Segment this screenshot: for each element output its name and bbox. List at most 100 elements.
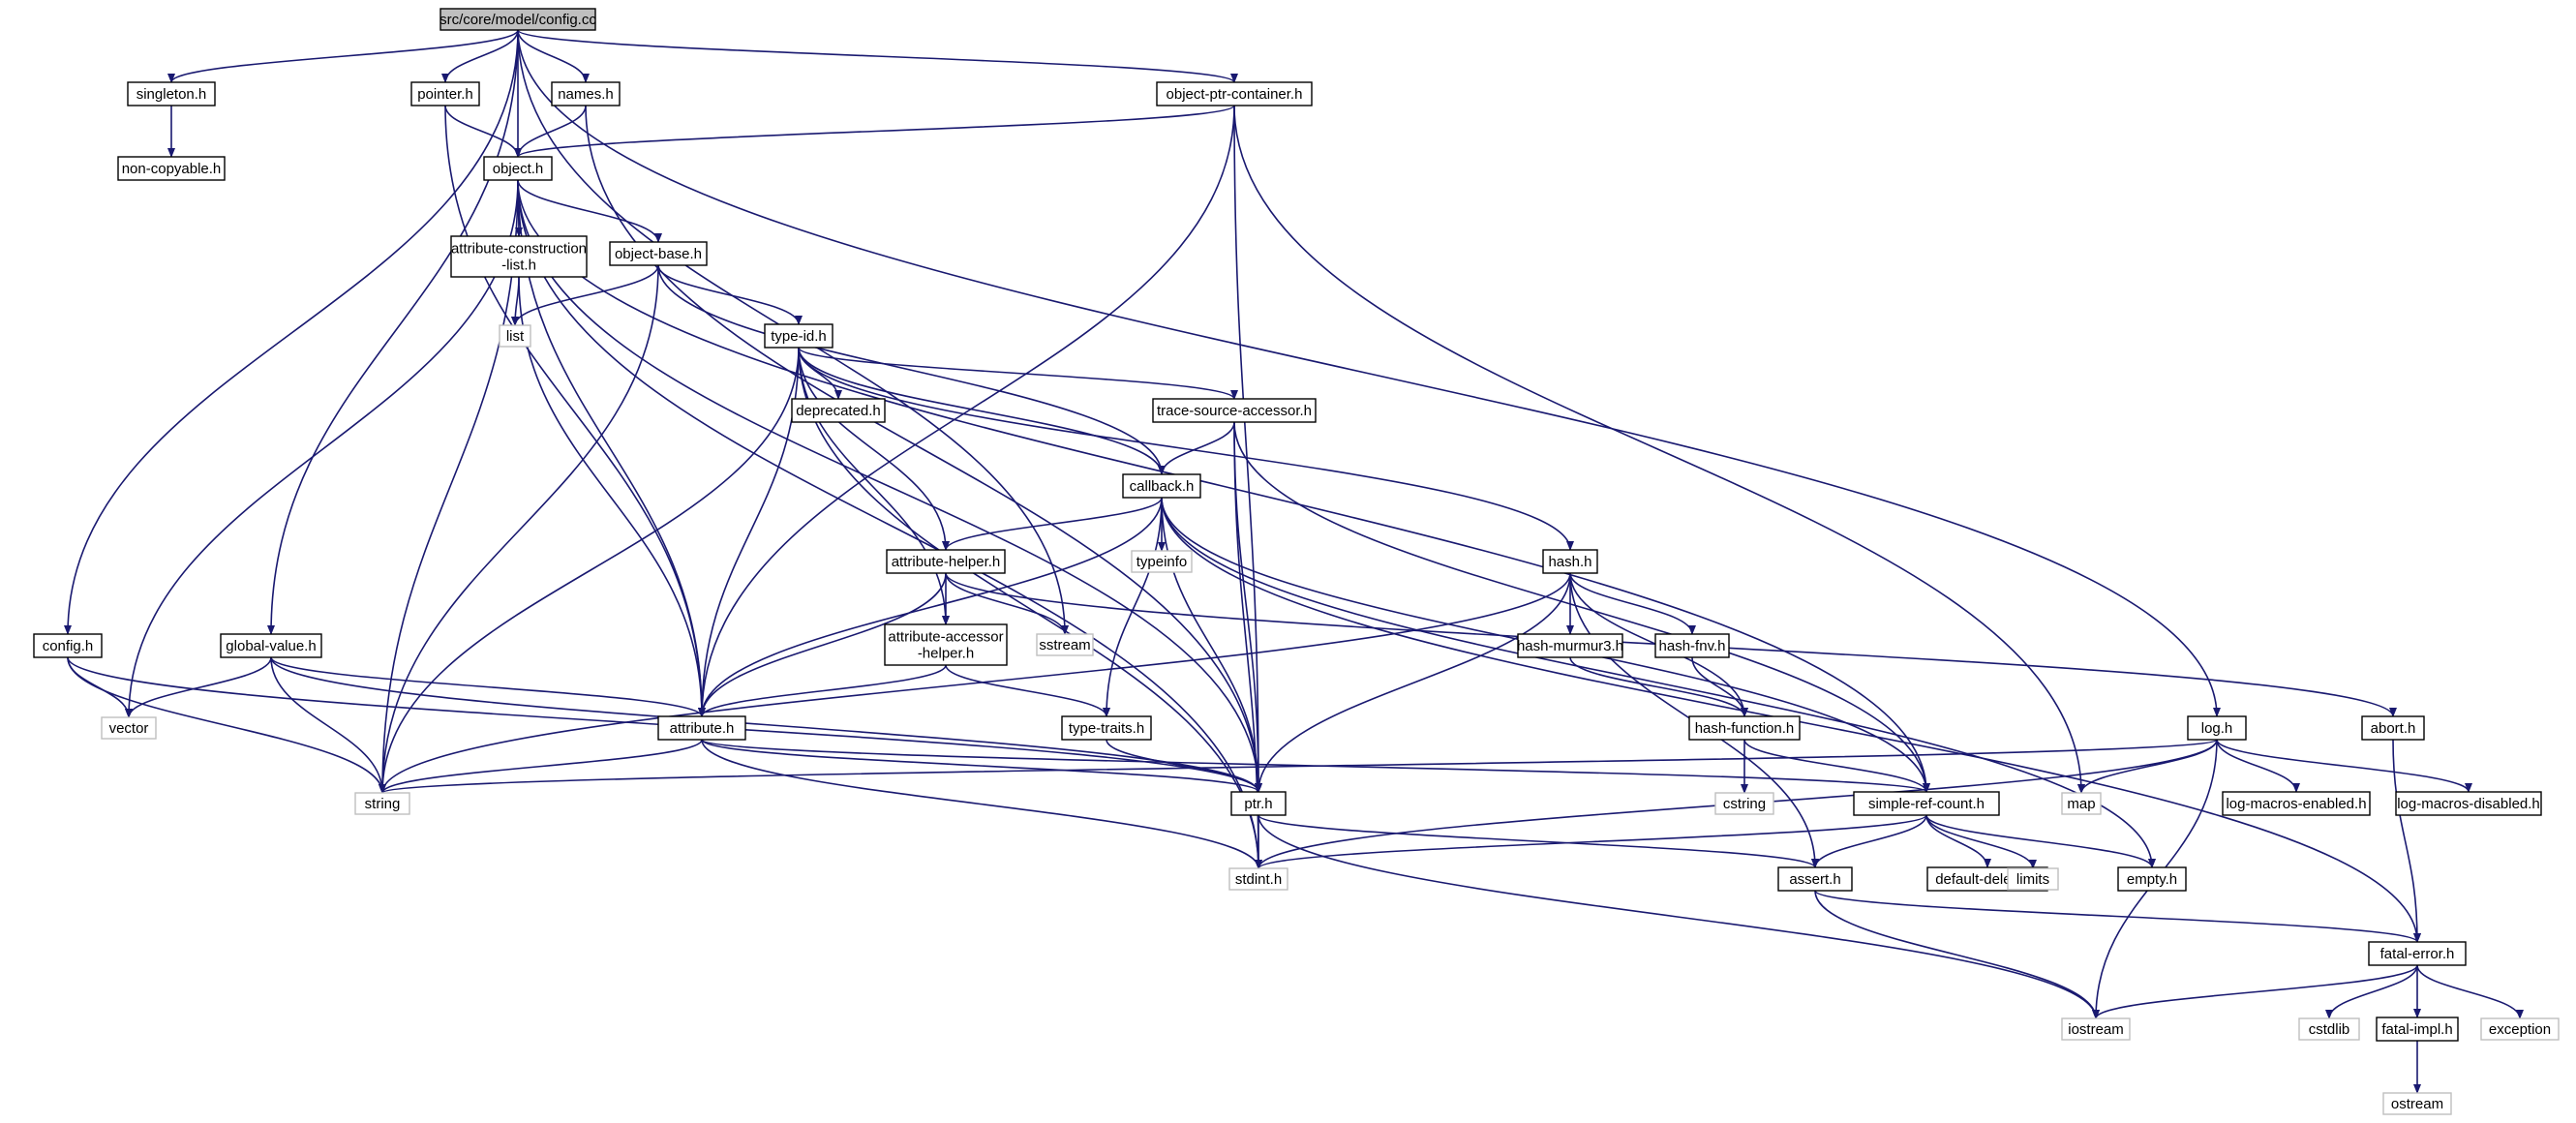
node-ptr[interactable]: ptr.h xyxy=(1230,791,1287,816)
node-callback[interactable]: callback.h xyxy=(1122,473,1201,499)
node-attribute-construction-list[interactable]: attribute-construction-list.h xyxy=(450,235,588,278)
edge-hash_function-to-simple_ref_count xyxy=(1743,739,1930,793)
node-config-cc[interactable]: src/core/model/config.cc xyxy=(439,8,596,31)
node-singleton[interactable]: singleton.h xyxy=(127,81,216,106)
node-config-h[interactable]: config.h xyxy=(33,633,103,658)
node-log-macros-enabled[interactable]: log-macros-enabled.h xyxy=(2222,791,2371,816)
edge-pointer-to-attribute xyxy=(444,105,706,717)
node-names[interactable]: names.h xyxy=(551,81,621,106)
node-box xyxy=(551,81,621,106)
edge-object_ptr_container-to-object xyxy=(514,105,1235,158)
node-label: typeinfo xyxy=(1136,554,1188,570)
edge-attribute-to-ptr xyxy=(701,739,1262,793)
node-box xyxy=(2361,715,2425,741)
node-box xyxy=(1131,550,1193,573)
node-fatal-error[interactable]: fatal-error.h xyxy=(2368,941,2467,966)
node-box xyxy=(410,81,480,106)
node-fatal-impl[interactable]: fatal-impl.h xyxy=(2376,1017,2459,1042)
node-assert[interactable]: assert.h xyxy=(1777,866,1853,892)
node-type-id[interactable]: type-id.h xyxy=(764,323,833,349)
node-hash[interactable]: hash.h xyxy=(1542,549,1598,574)
edge-attribute-to-stdint xyxy=(701,739,1262,869)
node-object-base[interactable]: object-base.h xyxy=(609,241,708,266)
node-deprecated[interactable]: deprecated.h xyxy=(791,398,886,423)
edge-callback-to-type_traits xyxy=(1103,497,1163,717)
edge-pointer-to-object xyxy=(444,105,522,158)
node-box xyxy=(33,633,103,658)
node-label: log-macros-enabled.h xyxy=(2226,796,2366,812)
edge-config_cc-to-object_ptr_container xyxy=(517,29,1238,83)
node-box xyxy=(884,623,1008,666)
edge-attribute_accessor_helper-to-type_traits xyxy=(945,664,1110,717)
node-pointer[interactable]: pointer.h xyxy=(410,81,480,106)
node-label: hash-murmur3.h xyxy=(1517,638,1623,654)
node-trace-source-accessor[interactable]: trace-source-accessor.h xyxy=(1152,398,1317,423)
node-label: list xyxy=(506,328,525,345)
node-box xyxy=(764,323,833,349)
edge-simple_ref_count-to-limits xyxy=(1925,814,2037,869)
edge-type_traits-to-ptr xyxy=(1106,739,1262,793)
node-label: assert.h xyxy=(1789,871,1840,888)
node-label: fatal-error.h xyxy=(2380,946,2455,962)
edge-object-to-simple_ref_count xyxy=(517,179,1930,793)
node-box xyxy=(886,549,1006,574)
node-empty[interactable]: empty.h xyxy=(2117,866,2187,892)
node-label: sstream xyxy=(1039,637,1090,653)
edge-callback-to-attribute_helper xyxy=(942,497,1163,551)
node-label: global-value.h xyxy=(226,638,316,654)
node-label: type-traits.h xyxy=(1069,720,1144,737)
node-simple-ref-count[interactable]: simple-ref-count.h xyxy=(1853,791,2000,816)
edge-simple_ref_count-to-stdint xyxy=(1255,814,1927,869)
node-hash-fnv[interactable]: hash-fnv.h xyxy=(1654,633,1730,658)
edge-fatal_error-to-exception xyxy=(2416,964,2524,1019)
node-box xyxy=(1228,867,1288,891)
node-box xyxy=(2117,866,2187,892)
edge-object-to-stdint xyxy=(517,179,1262,869)
edge-object_base-to-type_id xyxy=(657,264,803,325)
node-global-value[interactable]: global-value.h xyxy=(220,633,322,658)
node-limits: limits xyxy=(2007,867,2059,891)
edge-object-to-object_base xyxy=(517,179,662,243)
edge-log-to-log_macros_enabled xyxy=(2216,739,2300,793)
node-box xyxy=(354,792,410,815)
node-label: config.h xyxy=(43,638,94,654)
node-box xyxy=(2376,1017,2459,1042)
node-label: cstring xyxy=(1723,796,1766,812)
node-box xyxy=(220,633,322,658)
node-log[interactable]: log.h xyxy=(2187,715,2247,741)
edge-attribute_construction_list-to-attribute xyxy=(518,276,706,717)
edge-log-to-log_macros_disabled xyxy=(2216,739,2472,793)
node-non-copyable[interactable]: non-copyable.h xyxy=(117,156,226,181)
node-map: map xyxy=(2061,792,2102,815)
node-abort[interactable]: abort.h xyxy=(2361,715,2425,741)
node-hash-murmur3[interactable]: hash-murmur3.h xyxy=(1517,633,1623,658)
node-box xyxy=(2222,791,2371,816)
node-object[interactable]: object.h xyxy=(483,156,553,181)
node-log-macros-disabled[interactable]: log-macros-disabled.h xyxy=(2395,791,2542,816)
edge-ptr-to-iostream xyxy=(1258,814,2100,1019)
edge-object_base-to-string xyxy=(379,264,659,794)
edge-object-to-ptr xyxy=(517,179,1262,793)
edge-fatal_error-to-cstdlib xyxy=(2325,964,2418,1019)
edge-attribute_accessor_helper-to-attribute xyxy=(698,664,947,717)
node-box xyxy=(2007,867,2059,891)
edge-global_value-to-string xyxy=(270,656,386,794)
edge-hash-to-hash_fnv xyxy=(1569,572,1696,635)
edge-hash_murmur3-to-hash_function xyxy=(1569,656,1748,717)
node-attribute-helper[interactable]: attribute-helper.h xyxy=(886,549,1006,574)
edge-type_id-to-callback xyxy=(798,347,1166,475)
node-box xyxy=(439,8,596,31)
node-attribute[interactable]: attribute.h xyxy=(657,715,746,741)
node-stdint: stdint.h xyxy=(1228,867,1288,891)
node-box xyxy=(657,715,746,741)
edge-config_cc-to-pointer xyxy=(441,29,519,83)
node-attribute-accessor-helper[interactable]: attribute-accessor-helper.h xyxy=(884,623,1008,666)
node-layer: src/core/model/config.cc singleton.h point… xyxy=(33,8,2560,1115)
node-object-ptr-container[interactable]: object-ptr-container.h xyxy=(1156,81,1313,106)
node-box xyxy=(2480,1017,2560,1041)
node-label: ptr.h xyxy=(1244,796,1272,812)
node-type-traits[interactable]: type-traits.h xyxy=(1061,715,1152,741)
node-label: object-ptr-container.h xyxy=(1167,86,1303,103)
node-hash-function[interactable]: hash-function.h xyxy=(1688,715,1801,741)
node-label: type-id.h xyxy=(771,328,827,345)
